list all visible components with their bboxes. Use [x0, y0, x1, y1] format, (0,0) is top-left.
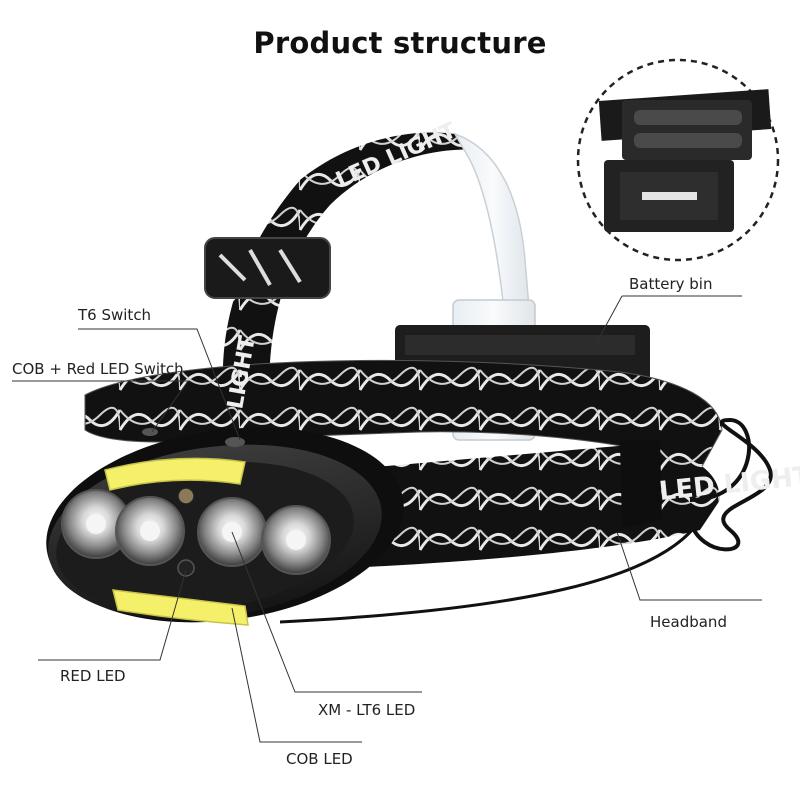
label-t6-switch: T6 Switch — [78, 306, 152, 324]
battery-inset — [576, 58, 780, 262]
label-red-led: RED LED — [60, 667, 126, 685]
led-reflectors — [61, 487, 331, 577]
leader-lines — [12, 295, 762, 743]
label-cob-led: COB LED — [286, 750, 353, 768]
main-headband — [84, 359, 723, 568]
label-battery-bin: Battery bin — [629, 275, 713, 293]
label-headband: Headband — [650, 613, 727, 631]
diagram-title: Product structure — [253, 26, 547, 60]
label-xm-lt6-led: XM - LT6 LED — [318, 701, 416, 719]
cob-strips — [104, 457, 249, 626]
label-cob-red-switch: COB + Red LED Switch — [12, 360, 184, 378]
coiled-cable — [279, 417, 773, 624]
